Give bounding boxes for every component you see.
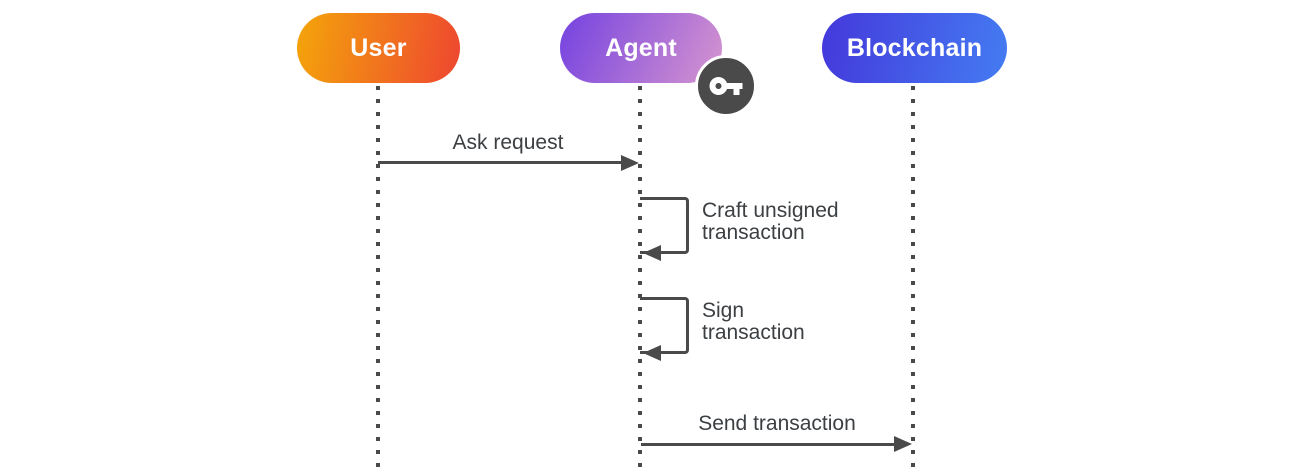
self-message-craft-loop bbox=[640, 197, 689, 254]
message-label-craft-line1: Craft unsigned bbox=[702, 199, 839, 222]
self-message-sign-loop bbox=[640, 297, 689, 354]
message-label-sign-line1: Sign bbox=[702, 299, 745, 322]
actor-pill-agent: Agent bbox=[560, 13, 722, 83]
lifeline-user bbox=[376, 86, 380, 470]
lifeline-blockchain bbox=[911, 86, 915, 470]
arrowhead-craft bbox=[643, 245, 661, 261]
arrowhead-send-transaction bbox=[894, 436, 912, 452]
message-label-ask-request: Ask request bbox=[452, 131, 564, 154]
actor-label-user: User bbox=[350, 33, 407, 62]
message-label-sign-line2: transaction bbox=[702, 321, 805, 344]
actor-pill-user: User bbox=[297, 13, 460, 83]
arrowhead-ask-request bbox=[621, 155, 639, 171]
actor-label-agent: Agent bbox=[605, 33, 677, 62]
message-line-ask-request bbox=[378, 161, 621, 164]
message-label-craft: Craft unsigned transaction bbox=[702, 200, 839, 244]
message-label-craft-line2: transaction bbox=[702, 221, 805, 244]
arrowhead-sign bbox=[643, 345, 661, 361]
lifeline-agent bbox=[638, 86, 642, 470]
actor-pill-blockchain: Blockchain bbox=[822, 13, 1007, 83]
message-label-send-transaction: Send transaction bbox=[698, 412, 856, 435]
message-label-sign: Sign transaction bbox=[702, 300, 805, 344]
actor-label-blockchain: Blockchain bbox=[846, 33, 983, 62]
message-line-send-transaction bbox=[641, 443, 894, 446]
key-icon bbox=[695, 55, 757, 117]
